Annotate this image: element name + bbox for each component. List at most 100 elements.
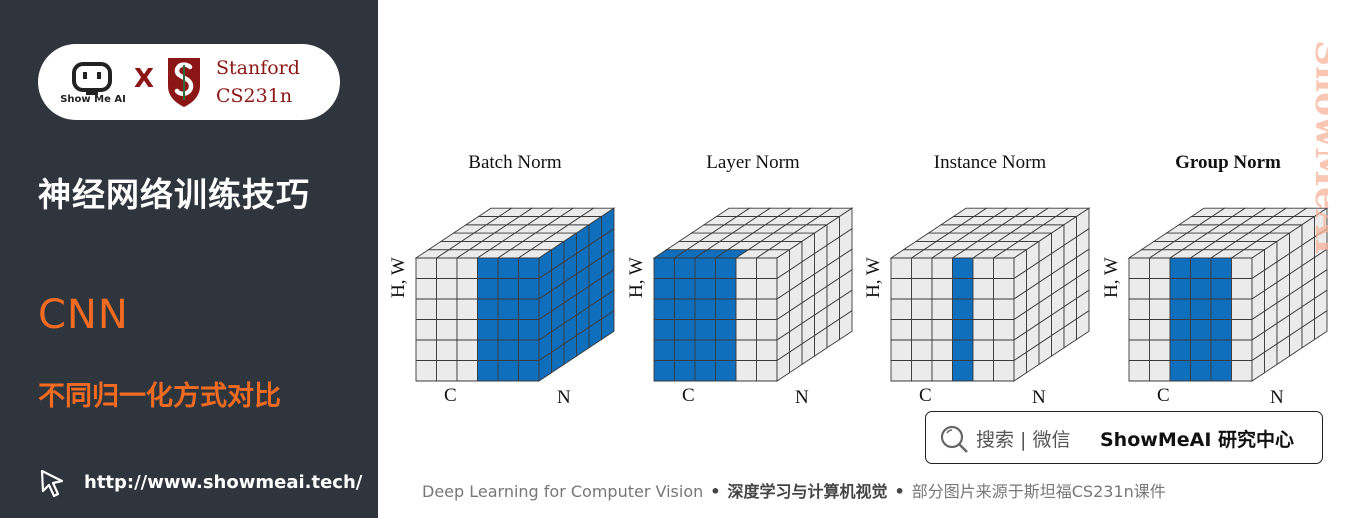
front-cell — [1190, 360, 1212, 382]
front-cell — [436, 319, 458, 341]
front-cell — [1190, 278, 1212, 300]
norm-cube — [652, 207, 854, 382]
norm-title: Batch Norm — [468, 152, 562, 173]
front-cell — [756, 360, 778, 382]
front-cell — [715, 360, 737, 382]
front-cell — [694, 257, 716, 279]
front-cell — [952, 278, 974, 300]
front-cell — [993, 319, 1015, 341]
front-cell — [756, 319, 778, 341]
right-cell — [1314, 309, 1328, 341]
front-cell — [1231, 257, 1253, 279]
front-cell — [436, 360, 458, 382]
brand-card: Show Me AI X Stanford CS231n — [38, 44, 340, 120]
front-cell — [1210, 319, 1232, 341]
front-cell — [1169, 339, 1191, 361]
front-cell — [972, 339, 994, 361]
front-cell — [694, 319, 716, 341]
front-cell — [1190, 257, 1212, 279]
axis-label-c: C — [682, 385, 695, 406]
front-cell — [497, 278, 519, 300]
front-cell — [735, 319, 757, 341]
front-cell — [972, 298, 994, 320]
front-cell — [1128, 298, 1150, 320]
front-cell — [1231, 319, 1253, 341]
front-cell — [456, 298, 478, 320]
front-cell — [1169, 298, 1191, 320]
front-cell — [518, 319, 540, 341]
front-cell — [931, 298, 953, 320]
norm-cube — [414, 207, 616, 382]
front-cell — [674, 257, 696, 279]
front-cell — [477, 257, 499, 279]
front-cell — [415, 360, 437, 382]
front-cell — [694, 339, 716, 361]
front-cell — [735, 339, 757, 361]
front-cell — [993, 339, 1015, 361]
topic-title: CNN — [38, 292, 129, 338]
brand-separator: X — [134, 64, 155, 94]
front-cell — [931, 339, 953, 361]
showmeai-logo-icon — [72, 62, 112, 95]
front-cell — [653, 257, 675, 279]
front-cell — [911, 339, 933, 361]
partner-course: CS231n — [216, 85, 293, 107]
front-cell — [518, 257, 540, 279]
front-cell — [735, 278, 757, 300]
front-cell — [890, 278, 912, 300]
front-cell — [993, 298, 1015, 320]
front-cell — [715, 339, 737, 361]
showmeai-logo-text: Show Me AI — [60, 94, 126, 105]
front-cell — [415, 278, 437, 300]
axis-label-c: C — [919, 385, 932, 406]
front-cell — [1169, 319, 1191, 341]
front-cell — [456, 360, 478, 382]
wechat-search-box[interactable]: 搜索 | 微信 ShowMeAI 研究中心 — [925, 411, 1323, 464]
front-cell — [1128, 339, 1150, 361]
front-cell — [694, 298, 716, 320]
front-cell — [1190, 298, 1212, 320]
front-cell — [1149, 319, 1171, 341]
axis-label-n: N — [557, 387, 571, 408]
front-cell — [415, 319, 437, 341]
front-cell — [972, 257, 994, 279]
front-cell — [518, 278, 540, 300]
norm-title: Layer Norm — [706, 152, 800, 173]
right-cell — [601, 309, 615, 341]
front-cell — [911, 298, 933, 320]
front-cell — [1210, 339, 1232, 361]
front-cell — [1210, 360, 1232, 382]
norm-title: Instance Norm — [933, 152, 1047, 173]
front-cell — [735, 257, 757, 279]
front-cell — [497, 339, 519, 361]
front-cell — [756, 298, 778, 320]
front-cell — [415, 339, 437, 361]
front-cell — [1149, 257, 1171, 279]
front-cell — [694, 360, 716, 382]
front-cell — [497, 257, 519, 279]
front-cell — [1169, 360, 1191, 382]
front-cell — [1190, 319, 1212, 341]
axis-label-n: N — [1032, 387, 1046, 408]
subtopic-title: 不同归一化方式对比 — [38, 381, 281, 412]
front-cell — [456, 319, 478, 341]
search-icon — [940, 425, 968, 453]
front-cell — [715, 319, 737, 341]
axis-label-hw: H, W — [626, 257, 647, 298]
front-cell — [931, 257, 953, 279]
front-cell — [436, 278, 458, 300]
website-url[interactable]: http://www.showmeai.tech/ — [84, 472, 363, 493]
axis-label-hw: H, W — [388, 257, 409, 298]
front-cell — [911, 278, 933, 300]
front-cell — [653, 319, 675, 341]
right-cell — [1076, 309, 1090, 341]
axis-label-n: N — [1270, 387, 1284, 408]
front-cell — [931, 360, 953, 382]
front-cell — [477, 278, 499, 300]
front-cell — [1128, 278, 1150, 300]
front-cell — [674, 319, 696, 341]
front-cell — [497, 319, 519, 341]
front-cell — [972, 360, 994, 382]
front-cell — [890, 319, 912, 341]
